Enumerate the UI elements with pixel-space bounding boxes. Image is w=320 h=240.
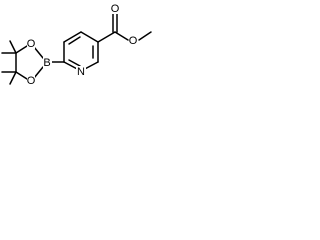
bond-c4-c3 [63,31,82,43]
bond-methyl-lower-bottom [9,71,17,85]
bond-boron-o-upper [33,46,44,59]
bond-o-lower-c [15,71,28,80]
atom-label-set: O O N B O O [27,3,138,87]
bond-set [1,12,152,85]
chemical-structure-diagram: O O N B O O [1,3,152,87]
boron-label: B [43,57,50,69]
ring-oxygen-lower-label: O [27,75,36,87]
ester-oxygen-label: O [129,35,138,47]
bond-c5-carbonyl [97,31,116,43]
carbonyl-oxygen-label: O [111,3,120,15]
bond-c4-c3-inner [68,36,81,45]
ring-nitrogen-label: N [77,66,85,78]
bond-boron-o-lower [33,66,44,79]
ring-oxygen-upper-label: O [27,38,36,50]
bond-carbonyl-ester-o [114,31,129,41]
bond-c5-c4 [80,31,99,43]
bond-o-upper-c [15,45,28,54]
bond-ester-o-methyl [138,31,152,41]
bond-methyl-upper-top [9,40,17,54]
bond-c2-n1-inner [68,59,81,67]
